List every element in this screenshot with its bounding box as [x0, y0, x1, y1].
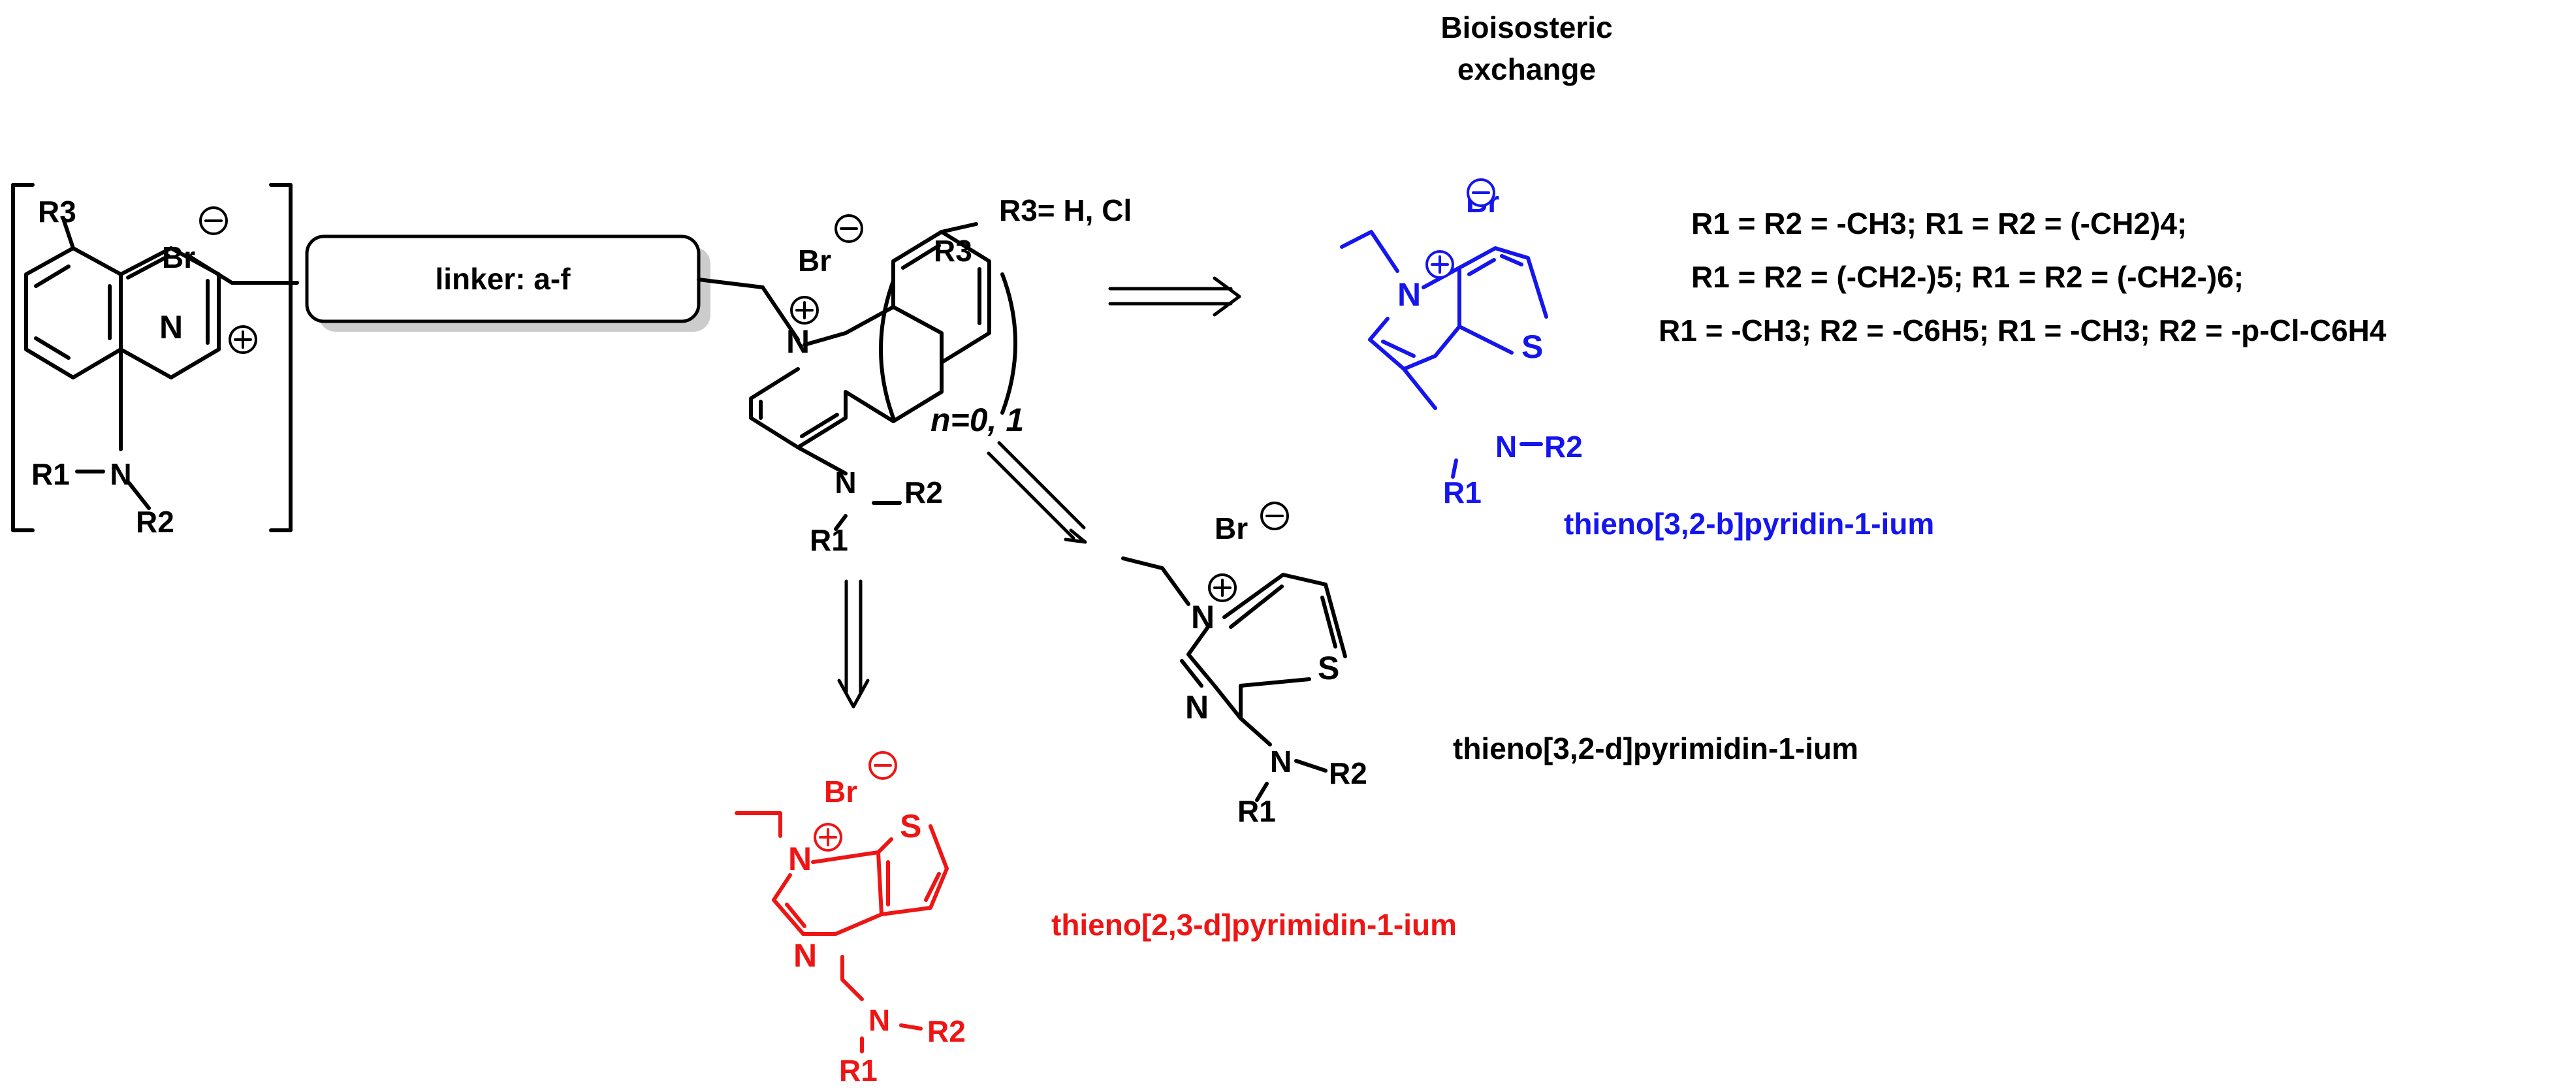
black-r1-label: R1: [1237, 794, 1276, 828]
r3-definition: R3= H, Cl: [999, 193, 1132, 227]
left-quinolinium: R3 Br N R1 N R2: [11, 183, 299, 539]
red-n2-label: N: [793, 937, 817, 974]
center-amine-n-label: N: [835, 466, 856, 500]
blue-r1-label: R1: [1443, 475, 1482, 509]
substituents-line2: R1 = R2 = (-CH2-)5; R1 = R2 = (-CH2-)6;: [1691, 260, 2244, 294]
red-r1-label: R1: [839, 1053, 878, 1087]
black-thienopyrimidinium: Br N S N N R2 R1 thieno[3,2-d]pyrimidin-…: [1121, 502, 1858, 828]
red-thienopyrimidinium: Br N S N N R2 R1 thieno[2,3-d]pyrimidin-…: [735, 751, 1457, 1087]
black-r2-label: R2: [1329, 756, 1367, 790]
blue-r2-label: R2: [1544, 430, 1583, 464]
red-s-label: S: [900, 808, 921, 844]
linker-label: linker: a-f: [435, 262, 571, 296]
black-n-label: N: [1191, 599, 1215, 635]
n-index-label: n=0, 1: [930, 402, 1024, 438]
center-n-label: N: [786, 323, 810, 360]
left-r1-label: R1: [31, 457, 70, 491]
center-r3-label: R3: [934, 234, 972, 268]
red-r2-label: R2: [927, 1014, 966, 1048]
red-amine-n-label: N: [868, 1003, 890, 1037]
exchange-arrows: [837, 276, 1241, 709]
red-n-label: N: [788, 841, 812, 877]
blue-n-label: N: [1397, 276, 1421, 313]
blue-compound-name: thieno[3,2-b]pyridin-1-ium: [1564, 507, 1934, 541]
left-r3-label: R3: [38, 195, 76, 229]
header-line1: Bioisosteric: [1440, 10, 1612, 44]
red-br-label: Br: [824, 775, 857, 809]
black-amine-n-label: N: [1270, 745, 1292, 778]
left-amine-n-label: N: [110, 457, 131, 491]
blue-s-label: S: [1521, 329, 1543, 365]
black-compound-name: thieno[3,2-d]pyrimidin-1-ium: [1453, 731, 1858, 765]
substituents-line1: R1 = R2 = -CH3; R1 = R2 = (-CH2)4;: [1691, 206, 2187, 240]
red-compound-name: thieno[2,3-d]pyrimidin-1-ium: [1051, 908, 1457, 942]
center-r1-label: R1: [810, 523, 848, 557]
blue-thienopyridinium: Br N S N R2 R1 thieno[3,2-b]pyridin-1-iu…: [1340, 178, 1934, 541]
center-r2-label: R2: [904, 475, 943, 509]
substituent-definitions: R1 = R2 = -CH3; R1 = R2 = (-CH2)4; R1 = …: [1659, 206, 2387, 347]
left-r2-label: R2: [136, 505, 174, 539]
left-br-label: Br: [162, 240, 195, 274]
center-quinolinium: Br R3 N N R2 R1 n=0, 1 R3= H, Cl: [749, 193, 1132, 557]
left-n-label: N: [159, 309, 183, 345]
black-s-label: S: [1318, 650, 1339, 686]
center-br-label: Br: [798, 244, 831, 278]
blue-amine-n-label: N: [1495, 430, 1517, 464]
black-br-label: Br: [1215, 511, 1248, 545]
black-n2-label: N: [1185, 689, 1209, 726]
header-line2: exchange: [1457, 52, 1596, 86]
substituents-line3: R1 = -CH3; R2 = -C6H5; R1 = -CH3; R2 = -…: [1659, 313, 2387, 347]
linker-box: linker: a-f: [305, 234, 765, 332]
